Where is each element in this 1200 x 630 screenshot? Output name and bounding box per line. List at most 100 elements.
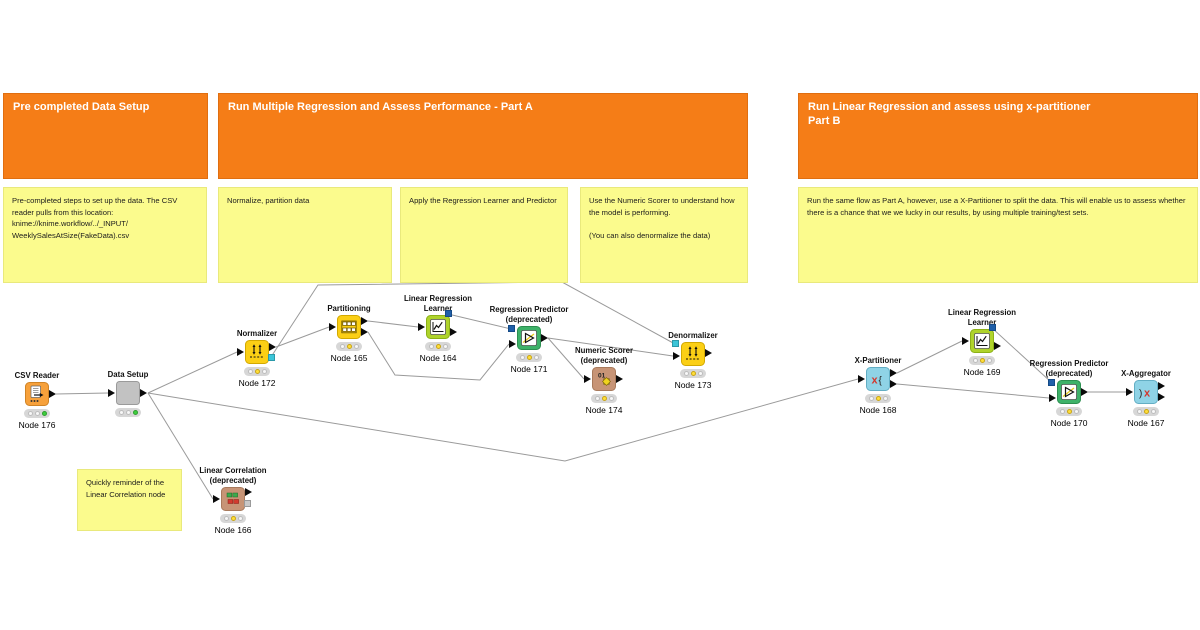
regression-learner-icon[interactable]: [962, 324, 1001, 353]
status-traffic-light: [24, 409, 50, 418]
x-aggregator-icon[interactable]: ) x: [1126, 380, 1165, 404]
data-input-port[interactable]: [509, 340, 516, 348]
node-id: Node 165: [330, 353, 368, 363]
csv-reader-icon[interactable]: [25, 382, 56, 406]
model-output-port[interactable]: [445, 310, 452, 317]
node-linear-regression-learner-b[interactable]: Linear Regression Learner Node 169: [932, 303, 1032, 377]
status-traffic-light: [865, 394, 891, 403]
node-numeric-scorer[interactable]: Numeric Scorer (deprecated) 01 Node 174: [554, 341, 654, 415]
annotation-banner-data-setup[interactable]: Pre completed Data Setup: [3, 93, 208, 179]
input-port[interactable]: [962, 337, 969, 345]
input-port[interactable]: [329, 323, 336, 331]
predictor-icon[interactable]: [1048, 379, 1088, 404]
node-title: Linear Regression Learner: [403, 294, 473, 313]
note-text: Use the Numeric Scorer to understand how…: [589, 196, 735, 240]
input-port[interactable]: [1126, 388, 1133, 396]
partitioning-icon[interactable]: [329, 315, 368, 339]
input-port[interactable]: [213, 495, 220, 503]
node-title: Regression Predictor (deprecated): [489, 305, 569, 324]
annotation-note-correlation[interactable]: Quickly reminder of the Linear Correlati…: [77, 469, 182, 531]
regression-learner-icon[interactable]: [418, 310, 457, 339]
annotation-banner-part-b[interactable]: Run Linear Regression and assess using x…: [798, 93, 1198, 179]
linear-correlation-icon[interactable]: [213, 487, 252, 511]
node-regression-predictor-a[interactable]: Regression Predictor (deprecated) Node 1…: [479, 300, 579, 374]
node-x-partitioner[interactable]: X-Partitioner x { Node 168: [828, 341, 928, 416]
node-partitioning[interactable]: Partitioning Node 165: [299, 289, 399, 364]
status-traffic-light: [516, 353, 542, 362]
node-regression-predictor-b[interactable]: Regression Predictor (deprecated) Node 1…: [1019, 354, 1119, 428]
input-port[interactable]: [108, 389, 115, 397]
metanode-icon[interactable]: [108, 381, 147, 405]
model-input-port[interactable]: [508, 325, 515, 332]
annotation-note-part-b[interactable]: Run the same flow as Part A, however, us…: [798, 187, 1198, 283]
svg-text:01: 01: [598, 373, 606, 380]
node-denormalizer[interactable]: Denormalizer Node 173: [643, 316, 743, 391]
predictor-icon[interactable]: [508, 325, 548, 350]
output-port[interactable]: [705, 349, 712, 357]
node-data-setup-metanode[interactable]: Data Setup: [78, 355, 178, 419]
note-text: Run the same flow as Part A, however, us…: [807, 196, 1186, 217]
model-output-port[interactable]: [268, 354, 275, 361]
output-port-first[interactable]: [1158, 382, 1165, 390]
status-traffic-light: [1133, 407, 1159, 416]
output-port[interactable]: [269, 343, 276, 351]
node-id: Node 164: [419, 353, 457, 363]
annotation-note-setup[interactable]: Pre-completed steps to set up the data. …: [3, 187, 207, 283]
annotation-banner-part-a[interactable]: Run Multiple Regression and Assess Perfo…: [218, 93, 748, 179]
node-normalizer[interactable]: Normalizer Node 172: [207, 314, 307, 389]
status-traffic-light: [680, 369, 706, 378]
model-output-port[interactable]: [989, 324, 996, 331]
output-port-second[interactable]: [890, 380, 897, 388]
output-port[interactable]: [1081, 388, 1088, 396]
node-id: Node 168: [859, 405, 897, 415]
model-input-port[interactable]: [672, 340, 679, 347]
data-input-port[interactable]: [1049, 394, 1056, 402]
node-title: X-Partitioner: [854, 355, 902, 365]
output-port-second[interactable]: [1158, 393, 1165, 401]
x-partitioner-icon[interactable]: x {: [858, 367, 897, 391]
node-title: Data Setup: [107, 369, 149, 379]
output-port[interactable]: [450, 328, 457, 336]
output-port-first[interactable]: [361, 317, 368, 325]
input-port[interactable]: [418, 323, 425, 331]
node-id: Node 173: [674, 380, 712, 390]
node-id: Node 169: [963, 367, 1001, 377]
annotation-note-normalize[interactable]: Normalize, partition data: [218, 187, 392, 283]
output-port[interactable]: [245, 488, 252, 496]
output-port[interactable]: [541, 334, 548, 342]
output-port[interactable]: [616, 375, 623, 383]
status-traffic-light: [244, 367, 270, 376]
node-x-aggregator[interactable]: X-Aggregator ) x Node 167: [1096, 354, 1196, 429]
model-input-port[interactable]: [1048, 379, 1055, 386]
output-port[interactable]: [49, 390, 56, 398]
status-traffic-light: [336, 342, 362, 351]
output-port[interactable]: [140, 389, 147, 397]
denormalizer-icon[interactable]: [672, 340, 712, 366]
node-title: Normalizer: [236, 328, 278, 338]
numeric-scorer-icon[interactable]: 01: [584, 367, 623, 391]
input-port[interactable]: [858, 375, 865, 383]
model-output-port[interactable]: [244, 500, 251, 507]
data-input-port[interactable]: [673, 352, 680, 360]
node-linear-regression-learner-a[interactable]: Linear Regression Learner Node 164: [388, 289, 488, 363]
note-text: Normalize, partition data: [227, 196, 310, 205]
note-text: Quickly reminder of the Linear Correlati…: [86, 478, 166, 499]
node-title: Linear Regression Learner: [947, 308, 1017, 327]
node-title: Denormalizer: [668, 330, 718, 340]
node-title: CSV Reader: [14, 370, 60, 380]
status-traffic-light: [1056, 407, 1082, 416]
output-port-first[interactable]: [890, 369, 897, 377]
output-port-second[interactable]: [361, 328, 368, 336]
output-port[interactable]: [994, 342, 1001, 350]
node-linear-correlation[interactable]: Linear Correlation (deprecated) Node 166: [183, 461, 283, 535]
input-port[interactable]: [584, 375, 591, 383]
normalizer-icon[interactable]: [237, 340, 276, 364]
note-text: Apply the Regression Learner and Predict…: [409, 196, 557, 205]
annotation-note-scorer[interactable]: Use the Numeric Scorer to understand how…: [580, 187, 748, 283]
svg-text:{: {: [879, 376, 883, 387]
node-id: Node 170: [1050, 418, 1088, 428]
node-csv-reader[interactable]: CSV Reader Node 176: [0, 356, 87, 431]
input-port[interactable]: [237, 348, 244, 356]
annotation-note-apply[interactable]: Apply the Regression Learner and Predict…: [400, 187, 568, 283]
